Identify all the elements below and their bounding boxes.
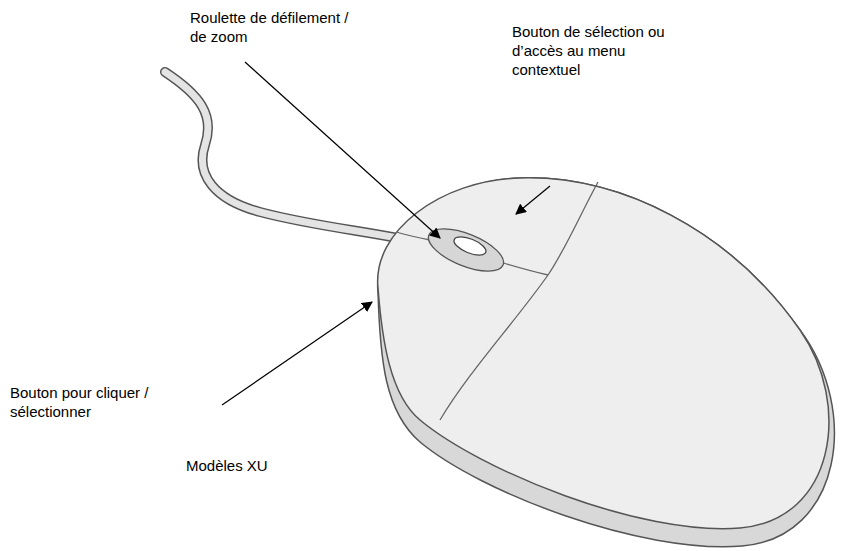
leader-line [222,302,372,405]
cable-outline [165,72,435,246]
part-label: Bouton de sélection ou d’accès au menu c… [512,22,692,79]
leader-line [245,62,440,238]
scroll-wheel [452,233,489,259]
button-edge [440,182,598,420]
mouse-body [378,178,829,529]
part-label: Bouton pour cliquer / sélectionner [10,383,185,421]
leader-line [516,186,550,214]
mouse-side [378,178,835,547]
button-split [500,262,548,275]
wheel-housing [423,220,509,280]
button-split [396,232,430,240]
cable [165,72,435,246]
part-label: Modèles XU [186,456,346,475]
part-label: Roulette de défilement / de zoom [190,8,365,46]
